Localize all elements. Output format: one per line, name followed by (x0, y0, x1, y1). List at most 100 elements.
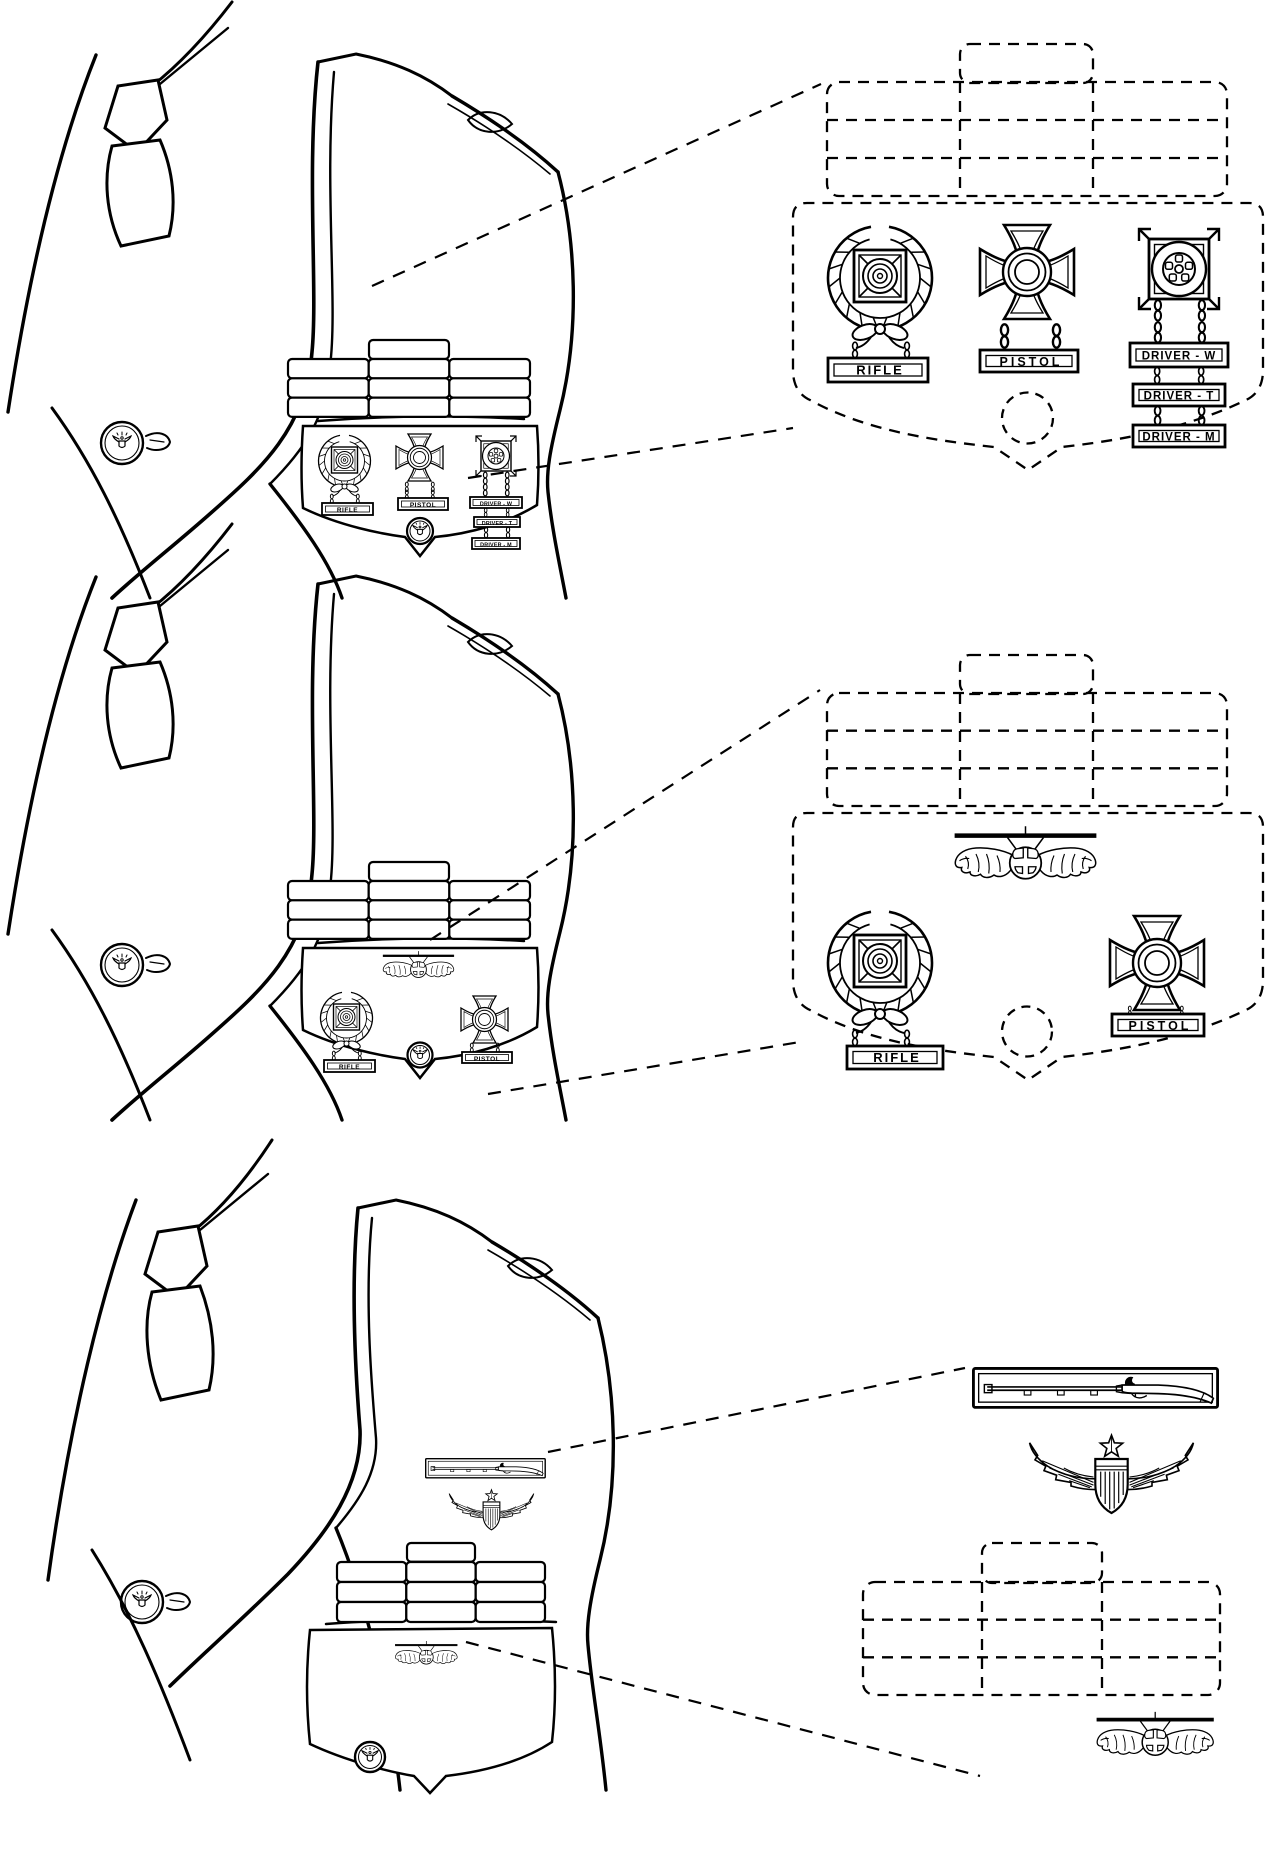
rifle-qual-bar: RIFLE (321, 502, 374, 516)
ribbon (367, 338, 451, 361)
leader-line (371, 82, 822, 288)
ribbon (286, 377, 370, 399)
leader-line (467, 426, 794, 480)
button-position-outline (1000, 1005, 1054, 1058)
ribbon (286, 396, 370, 419)
ribbon-rack (286, 860, 532, 940)
ribbon (367, 899, 451, 921)
chain (1153, 366, 1161, 385)
chain (1197, 299, 1207, 322)
sharpshooter-pistol-badge (980, 225, 1074, 319)
detail-view (861, 1367, 1222, 1755)
leader-line (487, 1040, 801, 1096)
ribbon (405, 1541, 477, 1563)
ribbon-rack (335, 1541, 547, 1624)
uniform-illustration: RIFLE PISTOL DRIVER - W DRIVER - T (8, 2, 573, 598)
chain (483, 526, 489, 539)
pocket-flap-outline (791, 811, 1265, 1082)
ribbon (474, 1600, 547, 1624)
chain (1153, 299, 1163, 322)
chain (1197, 366, 1205, 385)
chain (851, 1029, 859, 1047)
ribbon (335, 1600, 408, 1624)
ribbon (335, 1560, 408, 1584)
eagle-button (353, 1740, 387, 1774)
uniform-illustration (46, 1138, 616, 1795)
chain (999, 323, 1010, 349)
driver-w-bar: DRIVER - W (1128, 341, 1230, 369)
ribbon (405, 1600, 477, 1624)
senior-aviator-badge (1030, 1435, 1194, 1513)
ribbon (286, 899, 370, 921)
chain (357, 1050, 362, 1061)
ribbon (367, 357, 451, 380)
pocket-flap (300, 946, 540, 1081)
sharpshooter-pistol-badge (1110, 916, 1204, 1010)
chain (1153, 405, 1162, 426)
rifle-qual-bar: RIFLE (845, 1044, 945, 1071)
ribbon (367, 860, 451, 883)
panel-top: RIFLE PISTOL DRIVER - W DRIVER - T (8, 2, 1265, 598)
driver-m-bar: DRIVER - M (1131, 423, 1227, 449)
leader-line (465, 1640, 981, 1778)
chain (331, 1050, 336, 1061)
driver-mechanic-badge (1137, 227, 1221, 311)
air-assault-badge (955, 826, 1096, 879)
svg-text:PISTOL: PISTOL (1129, 1019, 1192, 1033)
ribbon (448, 899, 532, 921)
ribbon-rack-outline (861, 1541, 1222, 1697)
ribbon (286, 879, 370, 902)
rifle-qual-bar: RIFLE (826, 356, 930, 384)
expert-infantryman-badge (425, 1458, 546, 1479)
chain (1051, 323, 1062, 349)
pistol-qual-bar: PISTOL (978, 348, 1080, 374)
chain (505, 526, 511, 539)
driver-m-bar: DRIVER - M (471, 537, 521, 550)
svg-text:DRIVER - M: DRIVER - M (1142, 432, 1215, 444)
chain (903, 1029, 911, 1047)
chain (903, 341, 911, 359)
svg-text:PISTOL: PISTOL (474, 1056, 500, 1063)
ribbon (286, 357, 370, 380)
ribbon (448, 377, 532, 399)
chain (851, 341, 859, 359)
ribbon (405, 1580, 477, 1604)
svg-text:PISTOL: PISTOL (410, 502, 436, 509)
rifle-qual-bar: RIFLE (323, 1059, 376, 1073)
chain (1197, 405, 1206, 426)
ribbon (474, 1560, 547, 1584)
svg-text:DRIVER - W: DRIVER - W (480, 502, 513, 508)
air-assault-badge (1097, 1712, 1214, 1755)
ribbon (367, 377, 451, 399)
expert-rifle-badge (826, 910, 934, 1035)
svg-text:PISTOL: PISTOL (1000, 355, 1063, 369)
panel-bottom (46, 1138, 1222, 1795)
chain (1153, 321, 1163, 344)
ribbon (448, 357, 532, 380)
svg-text:DRIVER - T: DRIVER - T (482, 521, 513, 527)
svg-text:DRIVER - W: DRIVER - W (1142, 351, 1217, 363)
svg-text:RIFLE: RIFLE (339, 1064, 360, 1071)
ribbon-rack-outline (825, 653, 1229, 808)
ribbon (286, 918, 370, 940)
ribbon-rack-outline (825, 42, 1229, 198)
driver-mechanic-badge (475, 435, 517, 477)
driver-t-bar: DRIVER - T (1131, 382, 1227, 408)
pistol-qual-bar: PISTOL (461, 1051, 513, 1064)
ribbon (405, 1560, 477, 1584)
eagle-button (406, 1041, 434, 1069)
svg-text:RIFLE: RIFLE (337, 507, 358, 514)
pistol-qual-bar: PISTOL (397, 497, 449, 511)
uniform-illustration: RIFLE PISTOL (8, 524, 573, 1120)
detail-view: RIFLE PISTOL DRIVER - W DRIVER - T (791, 42, 1265, 472)
driver-w-bar: DRIVER - W (469, 496, 523, 509)
eagle-button (405, 516, 435, 546)
ribbon (474, 1580, 547, 1604)
svg-text:RIFLE: RIFLE (856, 363, 904, 378)
leader-line (547, 1366, 966, 1454)
chain (1197, 321, 1207, 344)
ribbon-rack (286, 338, 532, 419)
svg-text:DRIVER - T: DRIVER - T (1144, 391, 1215, 403)
ribbon (448, 918, 532, 940)
